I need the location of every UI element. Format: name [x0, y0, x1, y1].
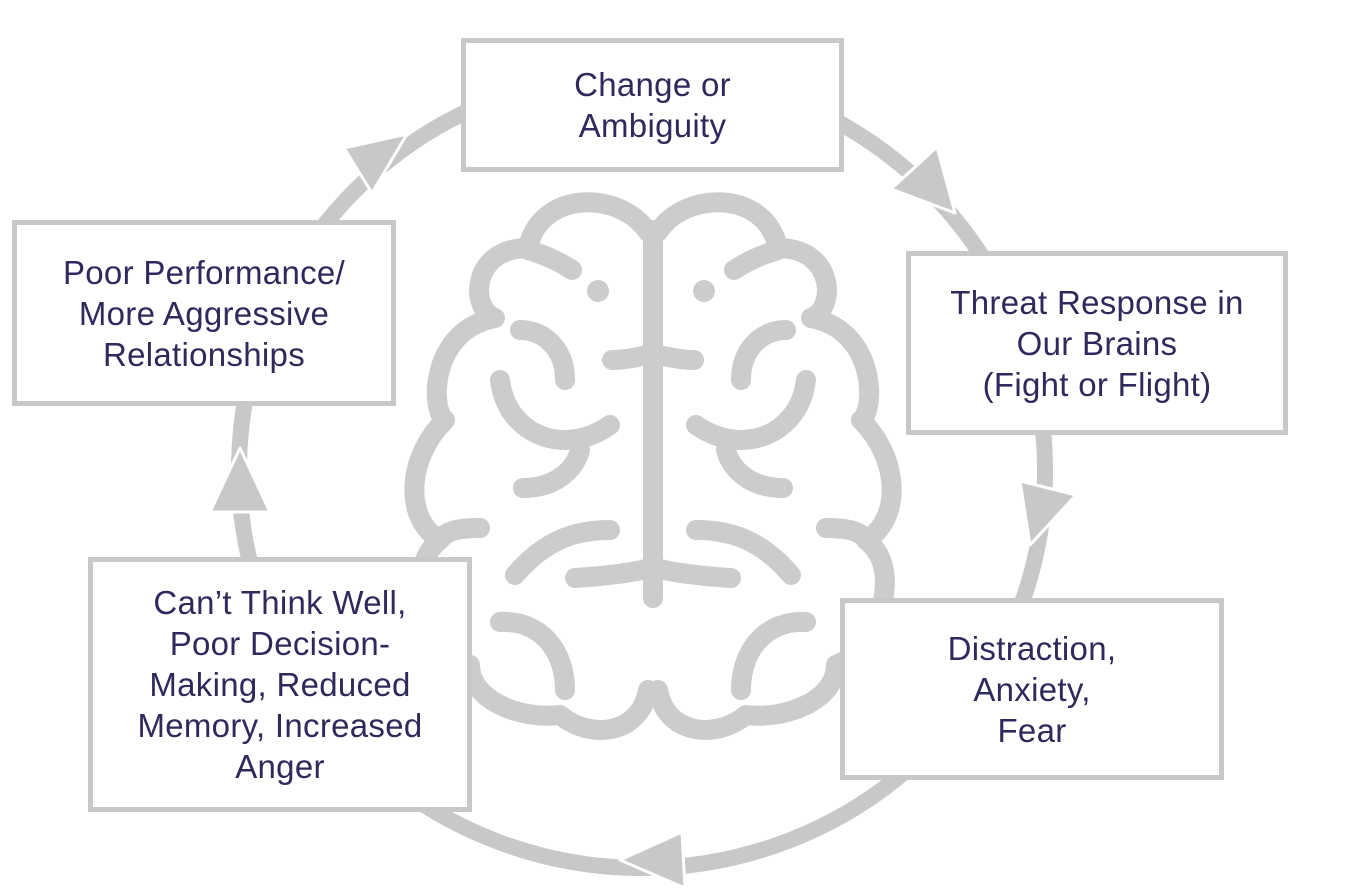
node-label: Poor Performance/ More Aggressive Relati…: [62, 253, 346, 373]
node-label: Distraction, Anxiety, Fear: [947, 629, 1117, 749]
node-label: Can’t Think Well, Poor Decision- Making,…: [137, 584, 423, 785]
arrow-poor-perf-to-change: [342, 132, 409, 195]
node-poor-performance: Poor Performance/ More Aggressive Relati…: [12, 220, 396, 406]
node-label: Change or Ambiguity: [574, 66, 731, 144]
brain-dots: [587, 280, 715, 302]
node-change-or-ambiguity: Change or Ambiguity: [461, 38, 844, 172]
node-threat-response: Threat Response in Our Brains (Fight or …: [906, 251, 1288, 435]
arrow-cant-think-to-poor-perf: [208, 446, 272, 514]
arrow-distraction-to-cant-think: [618, 830, 687, 890]
node-cant-think-well: Can’t Think Well, Poor Decision- Making,…: [88, 557, 472, 812]
cycle-arrows: [208, 132, 1078, 890]
brain-icon: [404, 192, 902, 740]
arrow-threat-to-distraction: [1018, 479, 1078, 547]
node-distraction-anxiety-fear: Distraction, Anxiety, Fear: [840, 598, 1224, 780]
node-label: Threat Response in Our Brains (Fight or …: [950, 283, 1244, 403]
arrow-change-to-threat: [889, 145, 957, 215]
